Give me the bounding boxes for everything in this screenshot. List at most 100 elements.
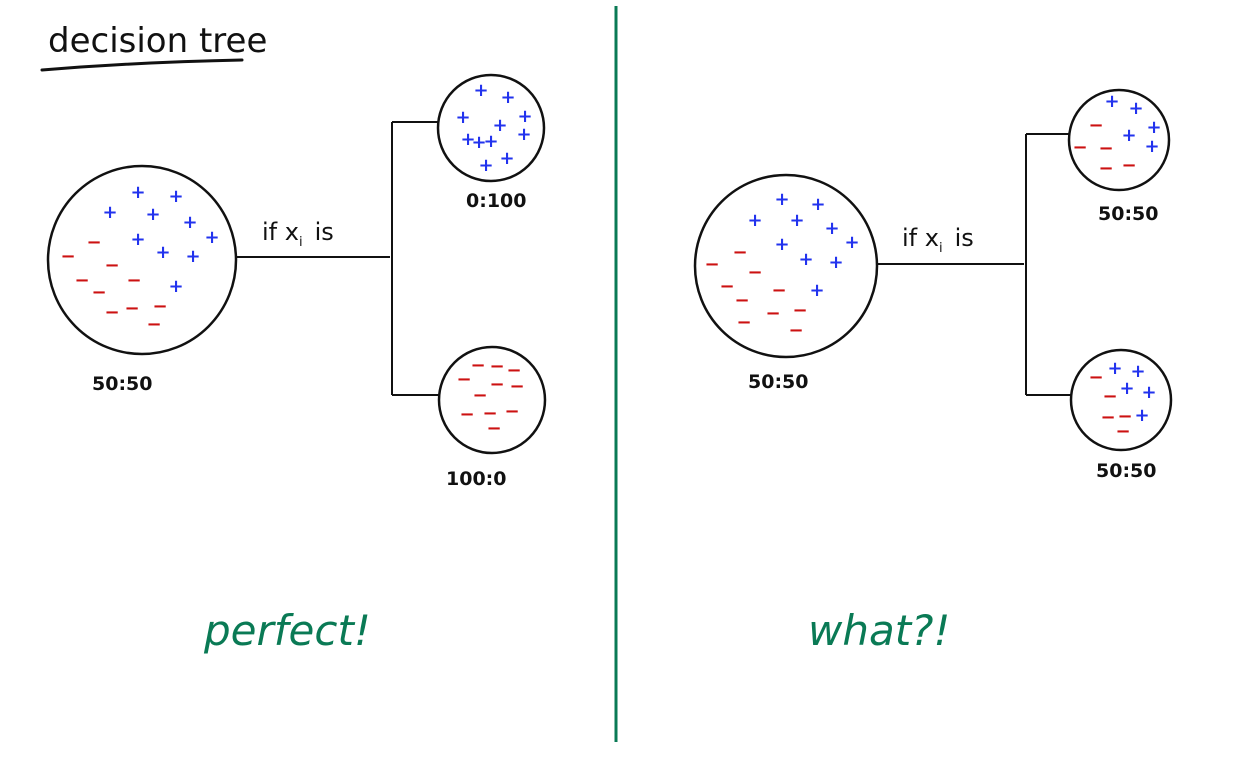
plus-mark: + [1146,117,1161,138]
minus-mark: − [792,300,807,321]
left-bottom-leaf-symbols: −−−−−−−−−−− [456,355,524,439]
plus-mark: + [1104,91,1119,112]
minus-mark: − [1098,138,1113,159]
plus-mark: + [1128,98,1143,119]
minus-mark: − [732,242,747,263]
minus-mark: − [719,276,734,297]
minus-mark: − [747,262,762,283]
minus-mark: − [771,280,786,301]
right-root-symbols: ++++++++++−−−−−−−−−− [704,189,859,341]
left-bottom-leaf-ratio: 100:0 [446,468,506,490]
title-underline [40,58,244,72]
plus-mark: + [145,204,160,225]
right-verdict: what?! [808,606,950,655]
minus-mark: − [74,270,89,291]
plus-mark: + [102,202,117,223]
plus-mark: + [1141,382,1156,403]
plus-mark: + [500,87,515,108]
minus-mark: − [489,356,504,377]
plus-mark: + [828,252,843,273]
minus-mark: − [1088,115,1103,136]
minus-mark: − [60,246,75,267]
minus-mark: − [104,302,119,323]
plus-mark: + [1130,361,1145,382]
plus-mark: + [204,227,219,248]
minus-mark: − [1100,407,1115,428]
minus-mark: − [736,312,751,333]
plus-mark: + [809,280,824,301]
plus-mark: + [824,218,839,239]
minus-mark: − [1072,137,1087,158]
plus-mark: + [478,155,493,176]
minus-mark: − [504,401,519,422]
minus-mark: − [489,374,504,395]
plus-mark: + [1121,125,1136,146]
minus-mark: − [486,418,501,439]
left-top-leaf-ratio: 0:100 [466,190,526,212]
plus-mark: + [182,212,197,233]
plus-mark: + [774,189,789,210]
left-top-leaf-symbols: +++++++++++ [455,80,532,176]
right-root-ratio: 50:50 [748,371,808,393]
left-root-symbols: ++++++++++−−−−−−−−−− [60,182,219,335]
minus-mark: − [470,355,485,376]
plus-mark: + [789,210,804,231]
plus-mark: + [168,276,183,297]
plus-mark: + [492,115,507,136]
right-bottom-leaf-ratio: 50:50 [1096,460,1156,482]
plus-mark: + [1107,358,1122,379]
minus-mark: − [459,404,474,425]
plus-mark: + [810,194,825,215]
left-verdict: perfect! [203,606,371,655]
plus-mark: + [455,107,470,128]
minus-mark: − [126,270,141,291]
left-root-node [46,164,238,356]
right-top-leaf-symbols: +++++−−−−− [1072,91,1161,179]
plus-mark: + [517,106,532,127]
right-bottom-leaf-symbols: +++++−−−−− [1088,358,1156,442]
diagram-title: decision tree [48,21,267,61]
right-bottom-leaf [1069,348,1173,452]
left-bottom-leaf [437,345,547,455]
minus-mark: − [788,320,803,341]
minus-mark: − [104,255,119,276]
right-root-node [693,173,879,359]
plus-mark: + [774,234,789,255]
plus-mark: + [155,242,170,263]
left-top-leaf [436,73,546,183]
right-top-leaf [1067,88,1171,192]
plus-mark: + [798,249,813,270]
minus-mark: − [456,369,471,390]
minus-mark: − [146,314,161,335]
minus-mark: − [472,385,487,406]
minus-mark: − [734,290,749,311]
plus-mark: + [185,246,200,267]
minus-mark: − [1088,367,1103,388]
plus-mark: + [1134,405,1149,426]
plus-mark: + [168,186,183,207]
minus-mark: − [124,298,139,319]
minus-mark: − [506,360,521,381]
minus-mark: − [1121,155,1136,176]
minus-mark: − [1102,386,1117,407]
minus-mark: − [765,303,780,324]
minus-mark: − [482,403,497,424]
plus-mark: + [516,124,531,145]
minus-mark: − [91,282,106,303]
minus-mark: − [86,232,101,253]
minus-mark: − [704,254,719,275]
plus-mark: + [844,232,859,253]
minus-mark: − [1098,158,1113,179]
minus-mark: − [152,296,167,317]
plus-mark: + [499,148,514,169]
plus-mark: + [471,132,486,153]
plus-mark: + [473,80,488,101]
plus-mark: + [460,129,475,150]
plus-mark: + [130,229,145,250]
minus-mark: − [1115,421,1130,442]
